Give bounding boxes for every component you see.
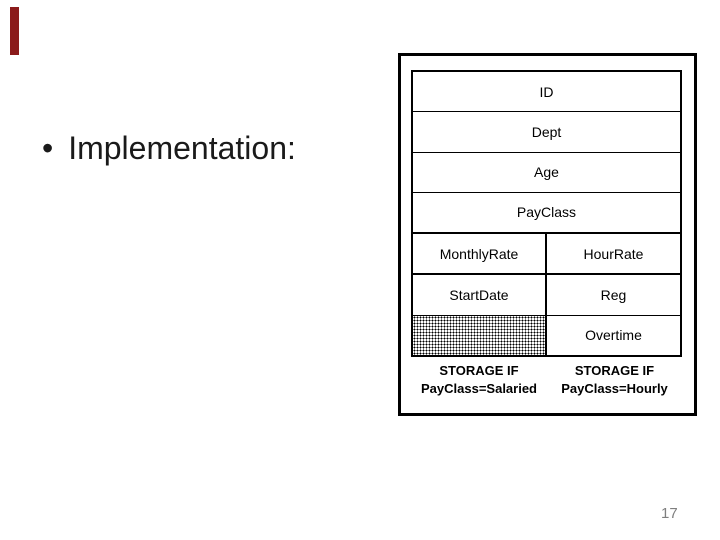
record-table: ID Dept Age PayClass MonthlyRate HourRat… xyxy=(411,70,682,357)
bullet-icon: • xyxy=(42,130,54,166)
field-label: StartDate xyxy=(449,287,509,304)
caption-line: STORAGE IF xyxy=(574,363,655,378)
caption-line: PayClass=Salaried xyxy=(421,381,537,396)
field-dept: Dept xyxy=(413,112,680,153)
field-reg: Reg xyxy=(547,275,680,314)
field-age: Age xyxy=(413,153,680,193)
table-row: Overtime xyxy=(413,315,680,355)
table-row: StartDate Reg xyxy=(413,275,680,316)
record-diagram-box: ID Dept Age PayClass MonthlyRate HourRat… xyxy=(398,53,697,416)
field-label: Dept xyxy=(531,123,562,140)
field-label: Reg xyxy=(600,287,627,304)
field-startdate: StartDate xyxy=(413,275,547,315)
storage-captions: STORAGE IF PayClass=Salaried STORAGE IF … xyxy=(411,362,682,398)
caption-line: PayClass=Hourly xyxy=(561,381,668,396)
page-number: 17 xyxy=(661,505,678,522)
field-monthlyrate: MonthlyRate xyxy=(413,234,547,274)
table-row: MonthlyRate HourRate xyxy=(413,234,680,276)
field-label: HourRate xyxy=(583,245,644,262)
field-label: MonthlyRate xyxy=(439,245,519,262)
field-overtime: Overtime xyxy=(547,316,680,355)
caption-line: STORAGE IF xyxy=(439,363,519,378)
bullet-item: • Implementation: xyxy=(42,130,296,167)
field-label: Age xyxy=(534,164,559,181)
field-hourrate: HourRate xyxy=(547,234,680,273)
field-id: ID xyxy=(413,72,680,113)
slide-title: Implementation: xyxy=(68,130,296,166)
field-label: Overtime xyxy=(585,327,642,344)
storage-caption-left: STORAGE IF PayClass=Salaried xyxy=(411,362,547,398)
accent-bar xyxy=(10,7,19,55)
field-label: ID xyxy=(539,83,554,100)
storage-caption-right: STORAGE IF PayClass=Hourly xyxy=(547,362,682,398)
field-label: PayClass xyxy=(516,204,577,221)
field-payclass: PayClass xyxy=(413,193,680,235)
hatched-cell xyxy=(413,315,547,355)
